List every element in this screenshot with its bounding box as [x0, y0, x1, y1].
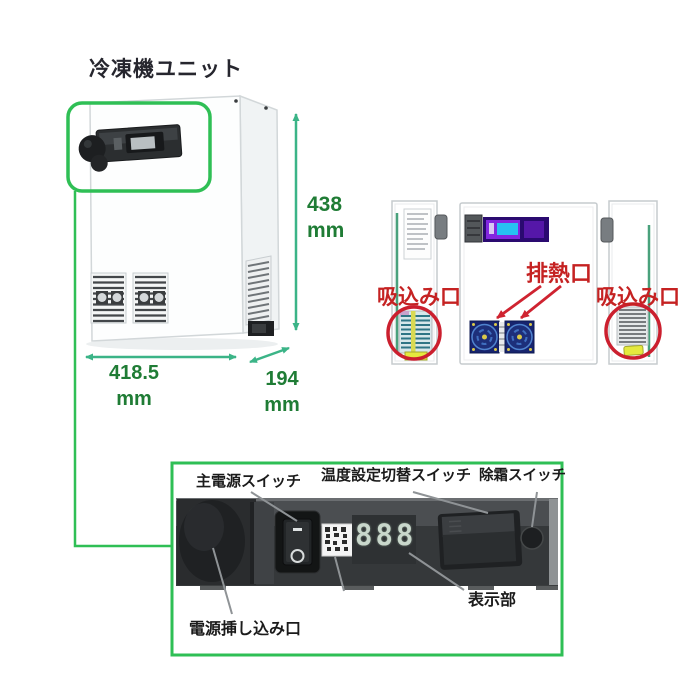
dim-height-label: 438 mm: [307, 192, 344, 244]
intake-circle-left: [386, 305, 442, 361]
unit-panel-display: [130, 136, 156, 150]
connector-line: [73, 191, 171, 548]
dim-width-unit: mm: [116, 388, 152, 410]
leader-qr: [334, 556, 345, 592]
bottom-connector: [248, 321, 274, 336]
dim-depth-value: 194: [265, 368, 299, 390]
exhaust-label: 排熱口: [526, 261, 593, 286]
front-view-control-panel: [464, 214, 549, 243]
segment-display-value: 888: [355, 518, 417, 552]
display-section-label: 表示部: [468, 592, 517, 609]
intake-label-right: 吸込み口: [596, 286, 680, 309]
side-view-right: [600, 200, 662, 365]
spec-sticker: [403, 208, 432, 260]
exhaust-arrows: [496, 284, 562, 320]
power-inlet-label: 電源挿し込み口: [189, 621, 302, 638]
highlight-box: [66, 101, 212, 193]
main-power-switch-label: 主電源スイッチ: [196, 473, 302, 490]
control-panel-photo: [170, 461, 564, 657]
exhaust-fan-right: [504, 320, 535, 354]
defrost-button: [520, 526, 544, 550]
main-power-switch: [274, 510, 321, 574]
unit-shadow: [86, 338, 278, 350]
front-vent-grille-right: [132, 272, 169, 324]
page-title: 冷凍機ユニット: [89, 58, 243, 81]
side-view-left: [386, 200, 448, 365]
screw-dot: [234, 99, 238, 103]
yellow-tab: [623, 344, 644, 356]
exhaust-fan-left: [469, 320, 500, 354]
unit-control-panel: [78, 124, 183, 172]
switch-on-mark: [293, 528, 302, 531]
leader-main-power: [250, 491, 298, 522]
photo-frame: [170, 461, 564, 657]
temperature-switch: [437, 510, 523, 570]
intake-circle-right: [604, 302, 662, 360]
dim-depth-arrow: [249, 346, 290, 364]
dim-width-value: 418.5: [108, 362, 160, 384]
intake-grille-right: [616, 306, 649, 356]
leader-display: [408, 552, 465, 591]
defrost-switch-label: 除霜スイッチ: [479, 468, 566, 484]
leader-lines: [212, 491, 538, 615]
fan-divider: [499, 322, 505, 352]
airflow-views: [386, 200, 662, 365]
side-knob: [434, 214, 448, 240]
front-view: [459, 202, 598, 365]
dim-height-unit: mm: [307, 219, 345, 242]
refrigeration-unit-illustration: [78, 94, 280, 350]
temperature-switch-label: 温度設定切替スイッチ: [321, 467, 472, 484]
switch-off-mark: [290, 549, 305, 563]
side-vent-grille: [245, 255, 272, 326]
leader-temperature: [412, 491, 489, 514]
screw-dot: [264, 106, 268, 110]
segment-display-bg: [352, 515, 416, 564]
qr-code-sticker: [321, 523, 355, 557]
intake-label-left: 吸込み口: [377, 286, 461, 309]
front-vent-grille-left: [90, 272, 127, 324]
power-inlet-cover: [177, 499, 274, 585]
dim-depth-unit: mm: [264, 394, 300, 416]
side-knob: [600, 217, 614, 243]
intake-grille-left: [398, 310, 433, 361]
dim-width-label: 418.5 mm: [98, 360, 170, 412]
dim-depth-label: 194 mm: [256, 366, 308, 418]
dim-height-value: 438: [307, 193, 343, 216]
leader-power-inlet: [212, 547, 233, 615]
leader-defrost: [531, 491, 538, 528]
